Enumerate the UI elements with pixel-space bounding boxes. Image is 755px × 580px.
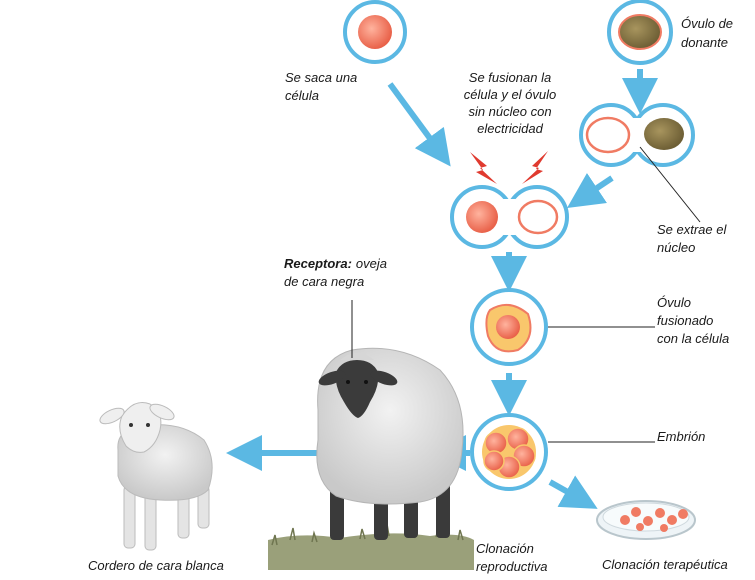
label-extract-nucleus-2: núcleo [657,240,695,255]
leader-lines [351,146,701,443]
fusion-pair [450,185,569,249]
label-lamb: Cordero de cara blanca [88,558,224,573]
petri-dish [596,500,696,540]
label-recipient-1: Receptora: oveja [284,256,387,271]
label-fuse-2: célula y el óvulo [464,87,557,102]
recipient-sheep [316,347,464,540]
label-fuse-4: electricidad [477,121,544,136]
fused-egg [470,288,548,366]
label-fuse-1: Se fusionan la [469,70,551,85]
lamb [99,402,213,551]
donor-egg [607,0,673,65]
label-fuse-3: sin núcleo con [468,104,551,119]
label-recipient-rest: oveja [356,256,387,271]
label-extract-nucleus-1: Se extrae el [657,222,727,237]
arrow-embryo-to-dish [548,475,598,509]
label-fused-egg-1: Óvulo [657,295,691,310]
enucleated-egg-pair [561,98,695,167]
label-reproductive-1: Clonación [476,541,534,556]
arrow-egg-to-fusion [567,173,614,208]
label-donor-egg-1: Óvulo de [681,16,733,31]
label-donor-egg-2: donante [681,35,728,50]
label-take-cell-1: Se saca una [285,70,357,85]
leader-extract-nucleus [639,146,701,223]
arrow-cell-to-fusion [387,82,451,167]
label-take-cell-2: célula [285,88,319,103]
label-embryo: Embrión [657,429,705,444]
label-recipient-bold: Receptora: [284,256,352,271]
labels: Se saca una célula Óvulo de donante Se f… [88,16,733,574]
embryo [470,413,548,491]
label-fused-egg-3: con la célula [657,331,729,346]
lightning-icon [470,151,548,184]
label-fused-egg-2: fusionado [657,313,713,328]
source-cell [343,0,407,64]
label-reproductive-2: reproductiva [476,559,548,574]
label-recipient-2: de cara negra [284,274,364,289]
label-therapeutic: Clonación terapéutica [602,557,728,572]
